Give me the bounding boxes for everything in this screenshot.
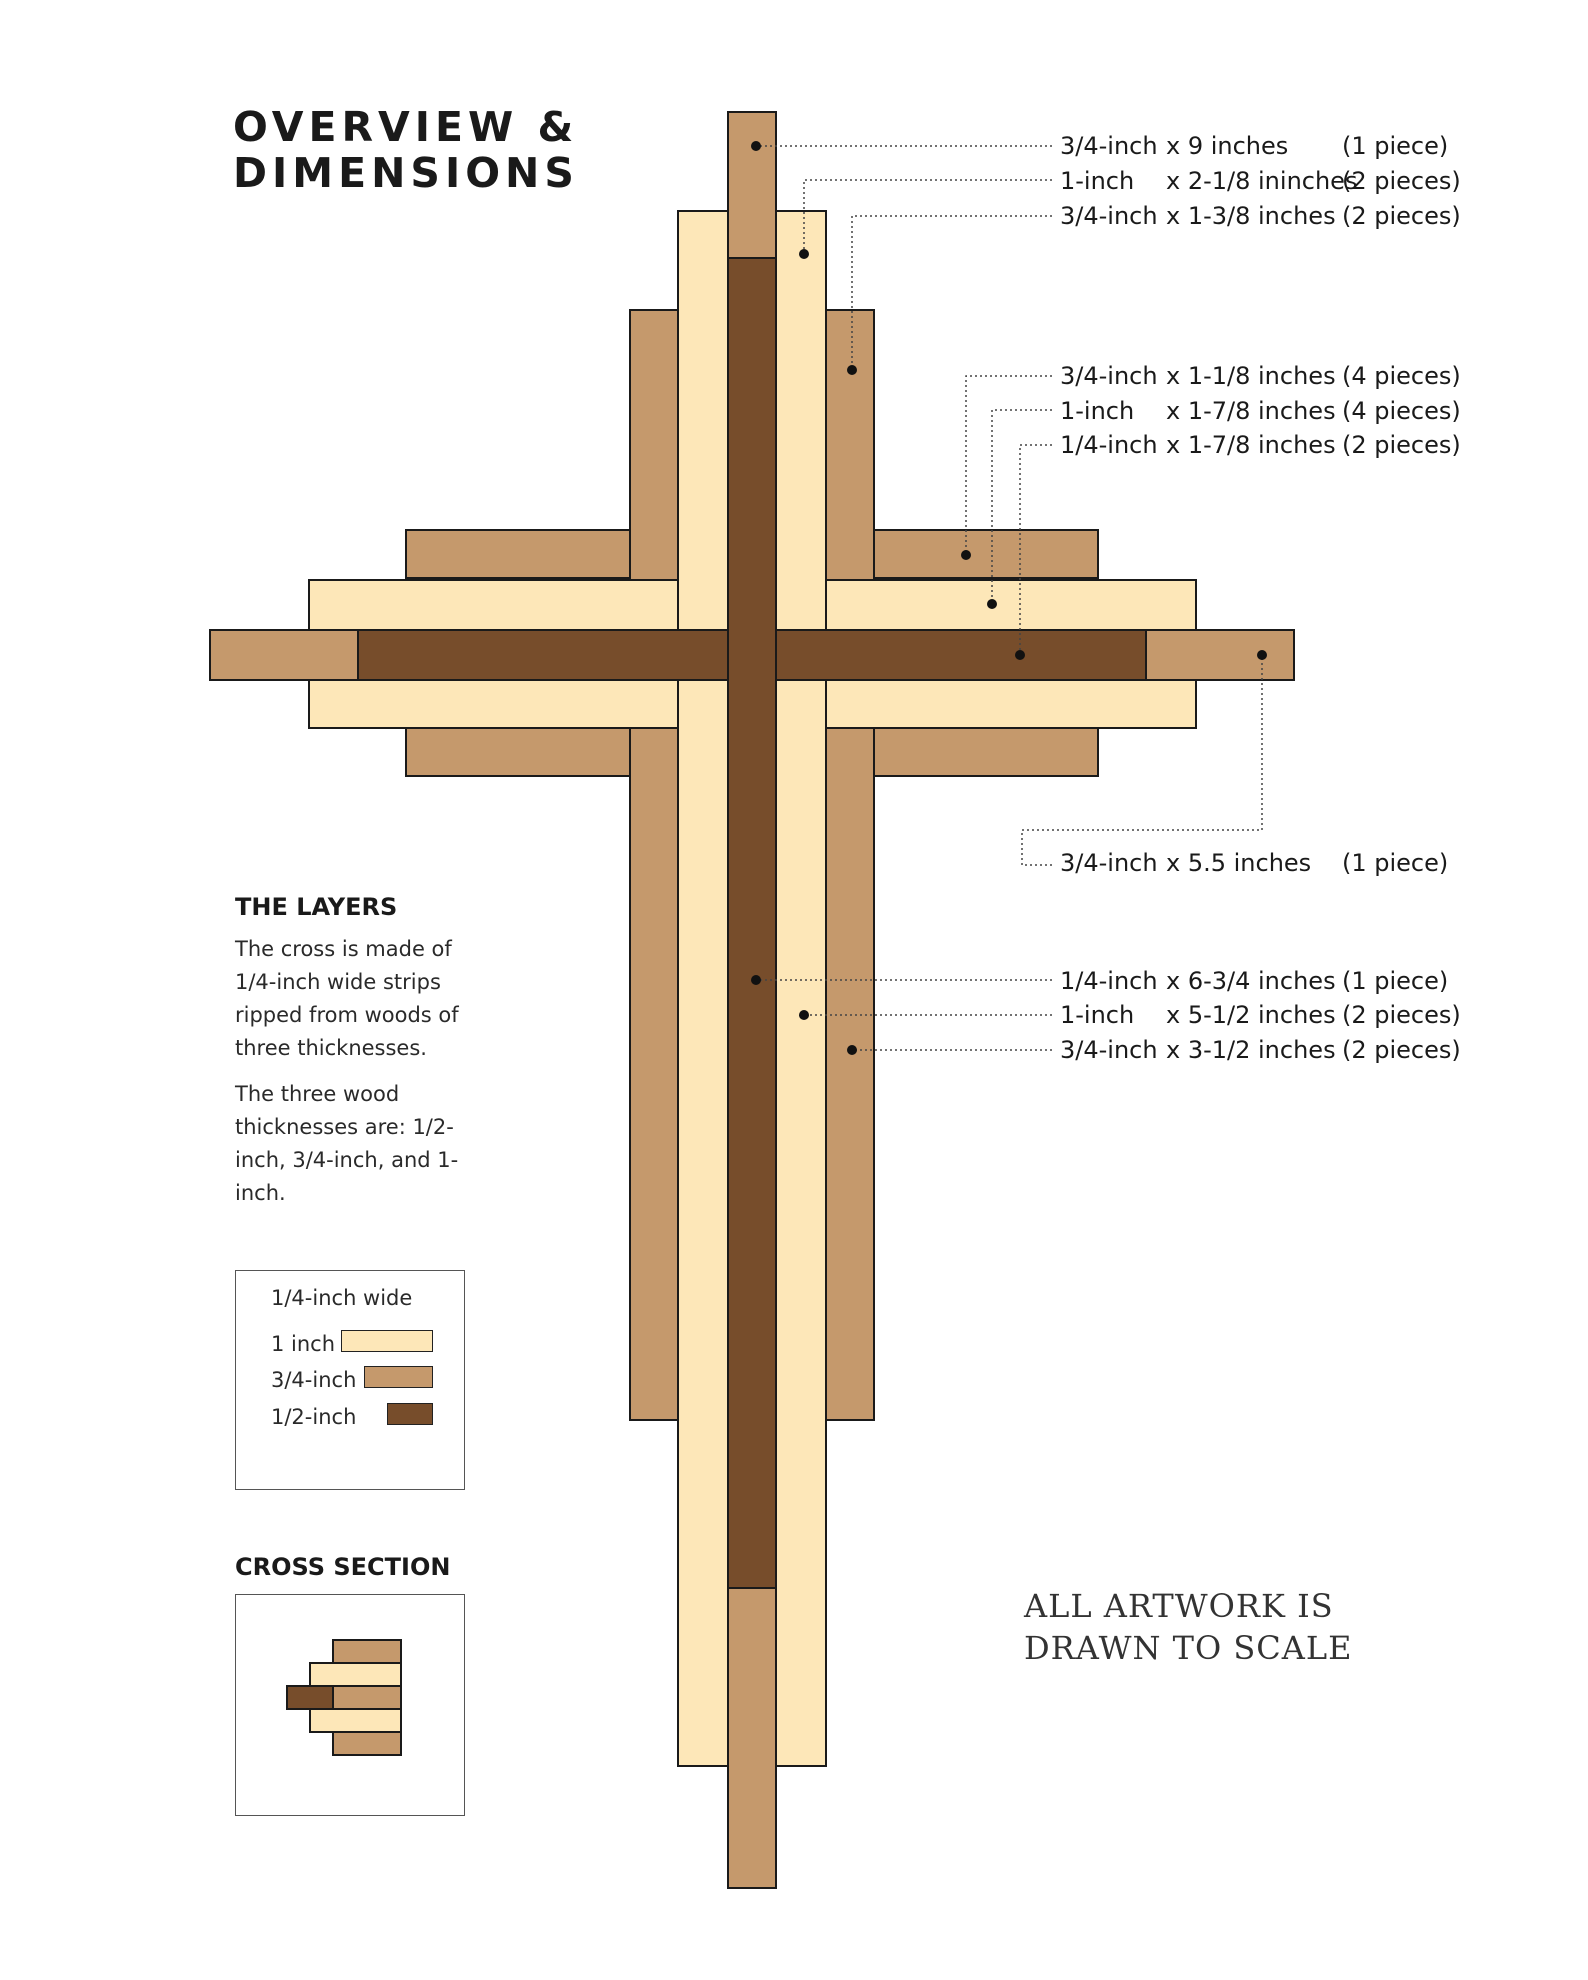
scale-note-line-2: DRAWN TO SCALE xyxy=(1024,1629,1353,1667)
dimension-length: x 1-7/8 inches xyxy=(1166,431,1336,459)
leader-dot-5 xyxy=(987,599,997,609)
dimension-qty: (2 pieces) xyxy=(1342,431,1461,459)
dimension-length: x 9 inches xyxy=(1166,132,1289,160)
dimension-qty: (2 pieces) xyxy=(1342,167,1461,195)
legend-label-3-4-inch: 3/4-inch xyxy=(271,1368,357,1392)
vertical-inner-right-strip xyxy=(775,210,827,1767)
dimension-size: 3/4-inch xyxy=(1060,362,1158,390)
legend-label-1-2-inch: 1/2-inch xyxy=(271,1405,357,1429)
vertical-core xyxy=(727,257,777,1589)
vertical-bottom-end xyxy=(727,1587,777,1889)
legend-box: 1/4-inch wide 1 inch 3/4-inch 1/2-inch xyxy=(235,1270,465,1490)
vertical-inner-left-strip xyxy=(677,210,729,1767)
dimension-length: x 1-1/8 inches xyxy=(1166,362,1336,390)
leader-dot-7 xyxy=(1257,650,1267,660)
dimension-qty: (1 piece) xyxy=(1342,849,1449,877)
vertical-top-end xyxy=(727,111,777,259)
arm-lower-outer-right xyxy=(873,727,1099,777)
dimension-size: 3/4-inch xyxy=(1060,849,1158,877)
dimension-size: 3/4-inch xyxy=(1060,202,1158,230)
legend-swatch-1-inch xyxy=(341,1330,433,1352)
scale-note-line-1: ALL ARTWORK IS xyxy=(1024,1587,1334,1625)
leader-line-6 xyxy=(1019,444,1052,655)
dimension-length: x 1-3/8 inches xyxy=(1166,202,1336,230)
dimension-qty: (1 piece) xyxy=(1342,132,1449,160)
layers-paragraph-1: The cross is made of 1/4-inch wide strip… xyxy=(235,937,459,1060)
arm-lower-inner-left xyxy=(308,679,679,729)
legend-swatch-3-4-inch xyxy=(364,1366,433,1388)
leader-dot-8 xyxy=(751,975,761,985)
dimension-length: x 6-3/4 inches xyxy=(1166,967,1336,995)
dimension-qty: (1 piece) xyxy=(1342,967,1449,995)
leader-lines xyxy=(751,141,1267,1055)
vertical-outer-left-strip xyxy=(629,309,679,1421)
cross-section-bottom-outer xyxy=(332,1731,402,1756)
title-line-2: DIMENSIONS xyxy=(233,149,579,197)
cross-pieces xyxy=(209,111,1295,1889)
dimension-size: 1/4-inch xyxy=(1060,431,1158,459)
vertical-outer-right-strip xyxy=(825,309,875,1421)
dimension-qty: (2 pieces) xyxy=(1342,1036,1461,1064)
leader-dot-4 xyxy=(961,550,971,560)
leader-dot-9 xyxy=(799,1010,809,1020)
title-line-1: OVERVIEW & xyxy=(233,103,579,151)
leader-line-4 xyxy=(965,375,1052,555)
dimension-qty: (4 pieces) xyxy=(1342,362,1461,390)
dimension-size: 1/4-inch xyxy=(1060,967,1158,995)
leader-line-7 xyxy=(1021,655,1263,866)
arm-upper-inner-left xyxy=(308,579,679,631)
dimension-length: x 5-1/2 inches xyxy=(1166,1001,1336,1029)
cross-section-pieces xyxy=(286,1639,402,1756)
dimension-length: x 3-1/2 inches xyxy=(1166,1036,1336,1064)
arm-upper-outer-right xyxy=(873,529,1099,579)
cross-section-box xyxy=(235,1594,465,1816)
dimension-size: 1-inch xyxy=(1060,397,1135,425)
dimension-size: 3/4-inch xyxy=(1060,1036,1158,1064)
layers-heading: THE LAYERS xyxy=(235,893,398,921)
arm-core-right xyxy=(775,629,1147,681)
leader-dot-6 xyxy=(1015,650,1025,660)
leader-line-5 xyxy=(991,409,1052,604)
leader-dot-1 xyxy=(751,141,761,151)
arm-end-right xyxy=(1145,629,1295,681)
dimension-qty: (2 pieces) xyxy=(1342,202,1461,230)
leader-line-2 xyxy=(803,179,1052,254)
arm-upper-inner-right xyxy=(825,579,1197,631)
legend-label-1-inch: 1 inch xyxy=(271,1332,336,1356)
leader-dot-3 xyxy=(847,365,857,375)
scale-note: ALL ARTWORK IS DRAWN TO SCALE xyxy=(1024,1585,1353,1669)
arm-upper-outer-left xyxy=(405,529,631,579)
leader-dot-10 xyxy=(847,1045,857,1055)
layers-paragraph-2: The three wood thicknesses are: 1/2-inch… xyxy=(235,1082,459,1205)
legend-heading: 1/4-inch wide xyxy=(271,1286,413,1310)
dimension-size: 1-inch xyxy=(1060,167,1135,195)
arm-lower-outer-left xyxy=(405,727,631,777)
arm-core-left xyxy=(357,629,729,681)
leader-dot-2 xyxy=(799,249,809,259)
cross-section-heading: CROSS SECTION xyxy=(235,1553,451,1581)
dimension-length: x 5.5 inches xyxy=(1166,849,1312,877)
arm-end-left xyxy=(209,629,359,681)
legend-swatch-1-2-inch xyxy=(387,1403,433,1425)
dimension-qty: (4 pieces) xyxy=(1342,397,1461,425)
dimension-size: 1-inch xyxy=(1060,1001,1135,1029)
page-title: OVERVIEW & DIMENSIONS xyxy=(233,104,579,196)
dimension-size: 3/4-inch xyxy=(1060,132,1158,160)
leader-line-3 xyxy=(851,215,1052,370)
dimension-qty: (2 pieces) xyxy=(1342,1001,1461,1029)
dimension-length: x 1-7/8 inches xyxy=(1166,397,1336,425)
arm-lower-inner-right xyxy=(825,679,1197,729)
dimension-length: x 2-1/8 ininches xyxy=(1166,167,1358,195)
